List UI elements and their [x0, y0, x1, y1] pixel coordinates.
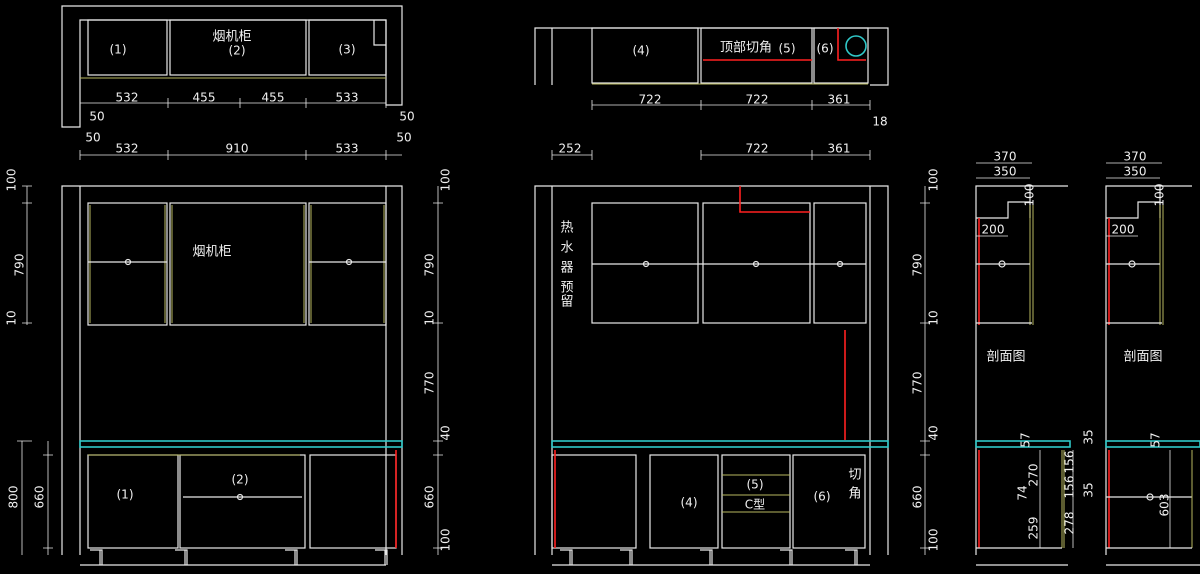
dim: 200: [982, 223, 1005, 237]
dim: 361: [828, 142, 851, 156]
dim: 200: [1112, 223, 1135, 237]
dim: 18: [872, 115, 887, 129]
heater-char: 预: [560, 281, 573, 296]
dim: 156: [1063, 476, 1077, 499]
dim: 770: [423, 372, 437, 395]
heater-char: 水: [560, 241, 573, 256]
label: (2): [229, 44, 246, 58]
dim: 800: [7, 486, 21, 509]
label: (3): [339, 43, 356, 57]
label: (6): [817, 42, 834, 56]
label: (4): [681, 496, 698, 510]
dim: 370: [994, 150, 1017, 164]
label: (4): [633, 44, 650, 58]
dim: 660: [911, 486, 925, 509]
dim: 100: [927, 529, 941, 552]
elevation-right: 热 水 器 预 留 (4) (5) C型 (6) 切 角 100 790 10 …: [534, 169, 941, 566]
dim: 533: [336, 142, 359, 156]
dim: 10: [927, 310, 941, 325]
dim: 100: [5, 169, 19, 192]
dim: 35: [1082, 429, 1096, 444]
dim: 910: [226, 142, 249, 156]
label: (6): [814, 490, 831, 504]
dim: 100: [1153, 184, 1167, 207]
dim: 660: [33, 486, 47, 509]
dim: 40: [927, 425, 941, 440]
dim: 40: [439, 425, 453, 440]
label: (2): [232, 473, 249, 487]
dim: 350: [994, 165, 1017, 179]
dim: 270: [1027, 464, 1041, 487]
dim: 603: [1158, 494, 1172, 517]
heater-char: 留: [560, 295, 573, 310]
dim: 790: [423, 254, 437, 277]
dim: 370: [1124, 150, 1147, 164]
dim: 790: [13, 254, 27, 277]
dim: 35: [1082, 482, 1096, 497]
dim: 722: [746, 93, 769, 107]
heater-char: 器: [560, 261, 573, 276]
dim: 532: [116, 91, 139, 105]
plan-left: (1) 烟机柜 (2) (3) 532 455 455 533 50 50 50…: [61, 5, 415, 160]
dim: 100: [927, 169, 941, 192]
label: 烟机柜: [192, 245, 231, 260]
dim: 278: [1063, 512, 1077, 535]
section-title: 剖面图: [1123, 350, 1162, 365]
label: 角: [848, 487, 861, 502]
dim: 660: [423, 486, 437, 509]
dim: 156: [1063, 451, 1077, 474]
section-1: 370 350 100 200 剖面图 57 35 270 156 156 74…: [975, 150, 1096, 566]
label: (1): [117, 488, 134, 502]
dim: 57: [1019, 432, 1033, 447]
dim: 722: [746, 142, 769, 156]
label: (5): [779, 42, 796, 56]
dim: 74: [1016, 485, 1030, 500]
dim: 455: [193, 91, 216, 105]
heater-char: 热: [560, 221, 573, 236]
dim: 50: [89, 110, 104, 124]
dim: 770: [911, 372, 925, 395]
dim: 100: [1023, 184, 1037, 207]
label: (5): [747, 478, 764, 492]
dim: 100: [439, 169, 453, 192]
dim: 10: [423, 310, 437, 325]
dim: 57: [1149, 432, 1163, 447]
dim: 532: [116, 142, 139, 156]
dim: 455: [262, 91, 285, 105]
dim: 50: [85, 131, 100, 145]
dim: 50: [399, 110, 414, 124]
dim: 722: [639, 93, 662, 107]
label: 烟机柜: [212, 30, 251, 45]
section-title: 剖面图: [986, 350, 1025, 365]
section-2: 370 350 100 200 剖面图 57 603: [1105, 150, 1200, 566]
dim: 533: [336, 91, 359, 105]
label: C型: [745, 498, 765, 512]
dim: 790: [911, 254, 925, 277]
dim: 10: [5, 310, 19, 325]
label: 顶部切角: [720, 41, 772, 56]
elevation-left: 烟机柜 (1) (2) 100 790 10 800 660 100 790 1…: [5, 169, 453, 566]
label: 切: [848, 468, 861, 483]
dim: 50: [396, 131, 411, 145]
dim: 100: [439, 529, 453, 552]
dim: 252: [559, 142, 582, 156]
label: (1): [110, 43, 127, 57]
dim: 259: [1027, 517, 1041, 540]
plan-right: (4) 顶部切角 (5) (6) 722 722 361 18 252 722 …: [534, 27, 889, 160]
dim: 361: [828, 93, 851, 107]
dim: 350: [1124, 165, 1147, 179]
